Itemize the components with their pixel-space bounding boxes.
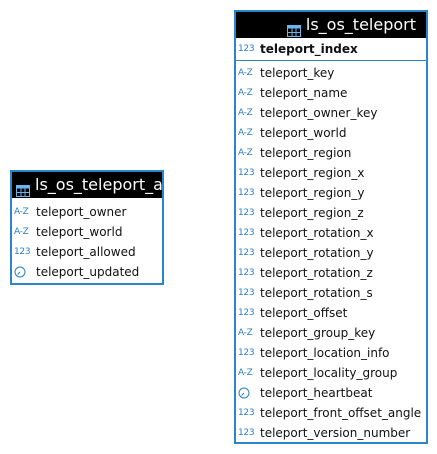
number-type-icon: 123 — [14, 247, 31, 257]
column-row[interactable]: 123 teleport_offset — [236, 303, 426, 323]
column-name: teleport_index — [260, 42, 358, 56]
string-type-icon: A-Z — [238, 328, 253, 338]
string-type-icon: A-Z — [14, 207, 29, 217]
string-type-icon: A-Z — [238, 108, 253, 118]
number-type-icon: 123 — [238, 248, 255, 258]
entity-title: ls_os_teleport — [305, 15, 416, 34]
column-row[interactable]: A-Z teleport_group_key — [236, 323, 426, 343]
column-row[interactable]: 123 teleport_region_z — [236, 203, 426, 223]
column-name: teleport_region_y — [260, 186, 365, 200]
clock-icon — [14, 266, 32, 278]
column-name: teleport_region_z — [260, 206, 364, 220]
column-row[interactable]: A-Z teleport_owner_key — [236, 103, 426, 123]
column-row[interactable]: A-Z teleport_region — [236, 143, 426, 163]
column-name: teleport_location_info — [260, 346, 390, 360]
column-name: teleport_locality_group — [260, 366, 398, 380]
number-type-icon: 123 — [238, 44, 255, 54]
column-row[interactable]: 123 teleport_region_x — [236, 163, 426, 183]
string-type-icon: A-Z — [238, 68, 253, 78]
column-name: teleport_world — [36, 225, 123, 239]
entity-ls-os-teleport[interactable]: ls_os_teleport 123 teleport_index A-Z tel… — [234, 10, 428, 444]
entity-header[interactable]: ls_os_teleport_allo — [12, 172, 162, 198]
column-row[interactable]: A-Z teleport_owner — [12, 202, 162, 222]
number-type-icon: 123 — [238, 208, 255, 218]
column-name: teleport_world — [260, 126, 347, 140]
string-type-icon: A-Z — [238, 148, 253, 158]
column-row[interactable]: 123 teleport_region_y — [236, 183, 426, 203]
column-row[interactable]: teleport_updated — [12, 262, 162, 282]
column-name: teleport_version_number — [260, 426, 411, 440]
column-row[interactable]: 123 teleport_rotation_y — [236, 243, 426, 263]
entity-title: ls_os_teleport_allo — [35, 175, 162, 194]
column-row[interactable]: A-Z teleport_world — [236, 123, 426, 143]
column-row[interactable]: 123 teleport_rotation_z — [236, 263, 426, 283]
column-name: teleport_name — [260, 86, 348, 100]
column-row[interactable]: 123 teleport_rotation_x — [236, 223, 426, 243]
string-type-icon: A-Z — [238, 368, 253, 378]
column-name: teleport_key — [260, 66, 335, 80]
string-type-icon: A-Z — [14, 227, 29, 237]
column-name: teleport_owner — [36, 205, 127, 219]
primary-key-row[interactable]: 123 teleport_index — [236, 38, 426, 61]
column-name: teleport_rotation_x — [260, 226, 374, 240]
number-type-icon: 123 — [238, 228, 255, 238]
column-name: teleport_owner_key — [260, 106, 378, 120]
string-type-icon: A-Z — [238, 128, 253, 138]
column-name: teleport_region_x — [260, 166, 365, 180]
column-row[interactable]: A-Z teleport_locality_group — [236, 363, 426, 383]
table-icon — [16, 179, 30, 197]
column-row[interactable]: A-Z teleport_key — [236, 63, 426, 83]
column-row[interactable]: 123 teleport_front_offset_angle — [236, 403, 426, 423]
column-row[interactable]: A-Z teleport_name — [236, 83, 426, 103]
column-name: teleport_rotation_s — [260, 286, 373, 300]
number-type-icon: 123 — [238, 348, 255, 358]
table-icon — [286, 19, 301, 37]
string-type-icon: A-Z — [238, 88, 253, 98]
column-row[interactable]: 123 teleport_allowed — [12, 242, 162, 262]
number-type-icon: 123 — [238, 308, 255, 318]
column-row[interactable]: teleport_heartbeat — [236, 383, 426, 403]
column-row[interactable]: A-Z teleport_world — [12, 222, 162, 242]
column-name: teleport_rotation_z — [260, 266, 373, 280]
column-name: teleport_region — [260, 146, 352, 160]
column-row[interactable]: 123 teleport_version_number — [236, 423, 426, 443]
column-name: teleport_heartbeat — [260, 386, 373, 400]
number-type-icon: 123 — [238, 408, 255, 418]
column-row[interactable]: 123 teleport_rotation_s — [236, 283, 426, 303]
clock-icon — [238, 387, 256, 399]
column-row[interactable]: 123 teleport_location_info — [236, 343, 426, 363]
number-type-icon: 123 — [238, 428, 255, 438]
number-type-icon: 123 — [238, 288, 255, 298]
column-name: teleport_group_key — [260, 326, 376, 340]
number-type-icon: 123 — [238, 188, 255, 198]
entity-header[interactable]: ls_os_teleport — [236, 12, 426, 38]
column-name: teleport_allowed — [36, 245, 136, 259]
column-name: teleport_rotation_y — [260, 246, 374, 260]
column-name: teleport_updated — [36, 265, 140, 279]
column-name: teleport_offset — [260, 306, 348, 320]
entity-ls-os-teleport-allowed[interactable]: ls_os_teleport_allo A-Zteleport_ownerA-Z… — [10, 170, 164, 285]
column-name: teleport_front_offset_angle — [260, 406, 422, 420]
number-type-icon: 123 — [238, 168, 255, 178]
number-type-icon: 123 — [238, 268, 255, 278]
